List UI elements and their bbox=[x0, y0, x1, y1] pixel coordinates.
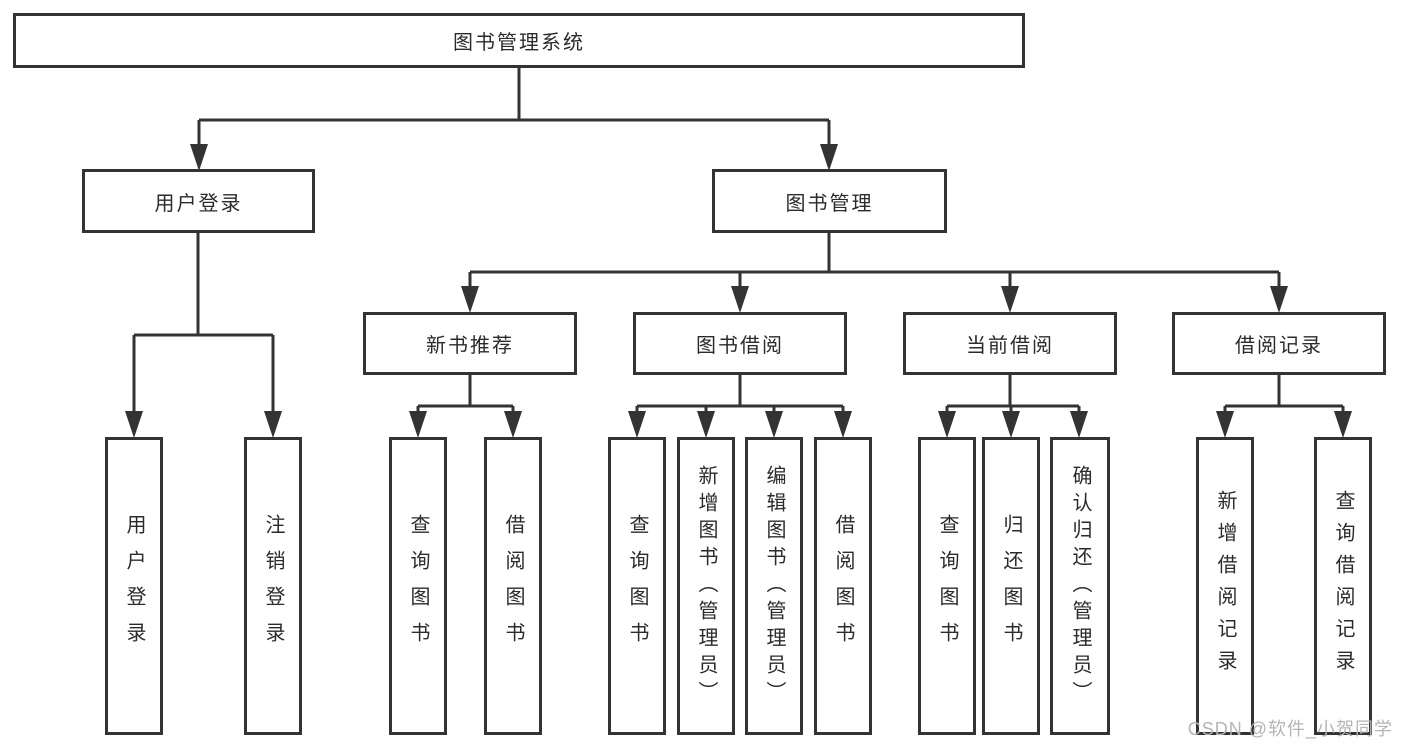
node-new-book-recommendation: 新书推荐 bbox=[363, 312, 577, 375]
node-borrowing-records: 借阅记录 bbox=[1172, 312, 1386, 375]
node-label: 归还图书 bbox=[1000, 514, 1022, 658]
node-library-management-system: 图书管理系统 bbox=[13, 13, 1025, 68]
node-label: 查询图书 bbox=[936, 514, 958, 658]
leaf-add-books-admin: 新增图书（管理员） bbox=[677, 437, 735, 735]
node-label: 图书借阅 bbox=[696, 335, 784, 357]
leaf-query-books-current: 查询图书 bbox=[918, 437, 976, 735]
leaf-add-borrow-record: 新增借阅记录 bbox=[1196, 437, 1254, 735]
node-label: 图书管理系统 bbox=[453, 32, 585, 54]
leaf-borrow-books-recommend: 借阅图书 bbox=[484, 437, 542, 735]
node-label: 新书推荐 bbox=[426, 335, 514, 357]
node-label: 新增借阅记录 bbox=[1214, 490, 1236, 682]
node-label: 编辑图书（管理员） bbox=[763, 464, 785, 708]
leaf-query-borrow-record: 查询借阅记录 bbox=[1314, 437, 1372, 735]
node-label: 确认归还（管理员） bbox=[1069, 464, 1091, 708]
leaf-edit-books-admin: 编辑图书（管理员） bbox=[745, 437, 803, 735]
node-label: 图书管理 bbox=[785, 192, 874, 215]
node-label: 借阅图书 bbox=[502, 514, 524, 658]
node-label: 用户登录 bbox=[154, 192, 243, 215]
node-label: 查询图书 bbox=[626, 514, 648, 658]
node-label: 查询图书 bbox=[407, 514, 429, 658]
arrowheads bbox=[125, 144, 1352, 438]
node-book-borrowing: 图书借阅 bbox=[633, 312, 847, 375]
leaf-return-books: 归还图书 bbox=[982, 437, 1040, 735]
node-label: 用户登录 bbox=[123, 514, 145, 658]
leaf-confirm-return-admin: 确认归还（管理员） bbox=[1050, 437, 1110, 735]
leaf-user-login: 用户登录 bbox=[105, 437, 163, 735]
node-book-management: 图书管理 bbox=[712, 169, 947, 233]
node-user-login: 用户登录 bbox=[82, 169, 315, 233]
csdn-watermark: CSDN @软件_小贺同学 bbox=[1187, 719, 1393, 739]
leaf-query-books-borrowing: 查询图书 bbox=[608, 437, 666, 735]
node-label: 新增图书（管理员） bbox=[695, 464, 717, 708]
node-label: 当前借阅 bbox=[966, 335, 1054, 357]
leaf-query-books-recommend: 查询图书 bbox=[389, 437, 447, 735]
node-label: 借阅记录 bbox=[1235, 335, 1323, 357]
node-label: 查询借阅记录 bbox=[1332, 490, 1354, 682]
node-label: 注销登录 bbox=[262, 514, 284, 658]
node-label: 借阅图书 bbox=[832, 514, 854, 658]
leaf-borrow-books: 借阅图书 bbox=[814, 437, 872, 735]
node-current-borrowing: 当前借阅 bbox=[903, 312, 1117, 375]
leaf-logout: 注销登录 bbox=[244, 437, 302, 735]
